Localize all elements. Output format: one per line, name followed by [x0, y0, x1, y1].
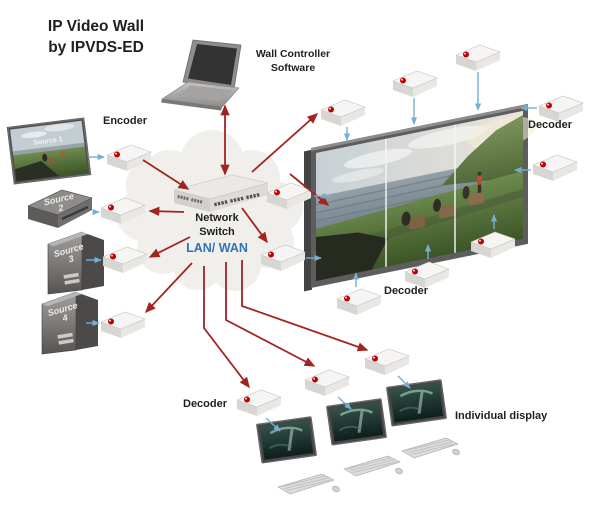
- network-label-line2: Switch: [199, 226, 235, 238]
- title-line1: IP Video Wall: [47, 18, 145, 35]
- network-switch-label: Network Switch: [184, 211, 250, 239]
- wall-controller-line1: Wall Controller: [255, 48, 331, 60]
- mouse-icons: [332, 448, 460, 493]
- individual-display-2: [324, 396, 389, 448]
- keyboard-1: [277, 473, 335, 495]
- individual-display-3: [384, 377, 449, 429]
- page-title: IP Video Wall by IPVDS-ED: [36, 16, 156, 58]
- decoder-box-top-3: [455, 44, 501, 72]
- network-label-line1: Network: [195, 212, 239, 224]
- title-line2: by IPVDS-ED: [48, 39, 144, 56]
- individual-display-label: Individual display: [455, 410, 548, 422]
- decoder-label-right: Decoder: [528, 119, 573, 131]
- decoder-label-below-wall: Decoder: [384, 285, 429, 297]
- wall-controller-label: Wall Controller Software: [250, 47, 336, 75]
- encoder-box-4: [100, 311, 146, 339]
- keyboard-2: [343, 455, 401, 477]
- decoder-box-right-2: [532, 154, 578, 182]
- lan-wan-label: LAN/ WAN: [186, 241, 248, 255]
- decoder-box-top-2: [392, 70, 438, 98]
- wall-controller-line2: Software: [270, 62, 316, 74]
- individual-display-1: [254, 414, 319, 466]
- decoder-box-individual-3: [364, 348, 410, 376]
- video-wall-screen: [315, 110, 536, 281]
- video-wall: [304, 103, 536, 292]
- network-switch-device: [173, 174, 269, 212]
- source1-tv: [6, 117, 92, 185]
- blue-stream-arrows: [86, 72, 537, 432]
- decoder-box-individual-2: [304, 369, 350, 397]
- decoder-box-top-1: [320, 99, 366, 127]
- decoder-box-individual-1: [236, 389, 282, 417]
- red-network-arrows: [142, 104, 369, 389]
- keyboard-3: [401, 437, 459, 459]
- encoder-label: Encoder: [103, 115, 148, 127]
- decoder-label-bottom: Decoder: [183, 398, 228, 410]
- laptop-icon: [161, 39, 242, 111]
- decoder-box-bottom-left: [336, 288, 382, 316]
- wall-scene-people: [401, 171, 484, 230]
- source2-player: [27, 189, 93, 228]
